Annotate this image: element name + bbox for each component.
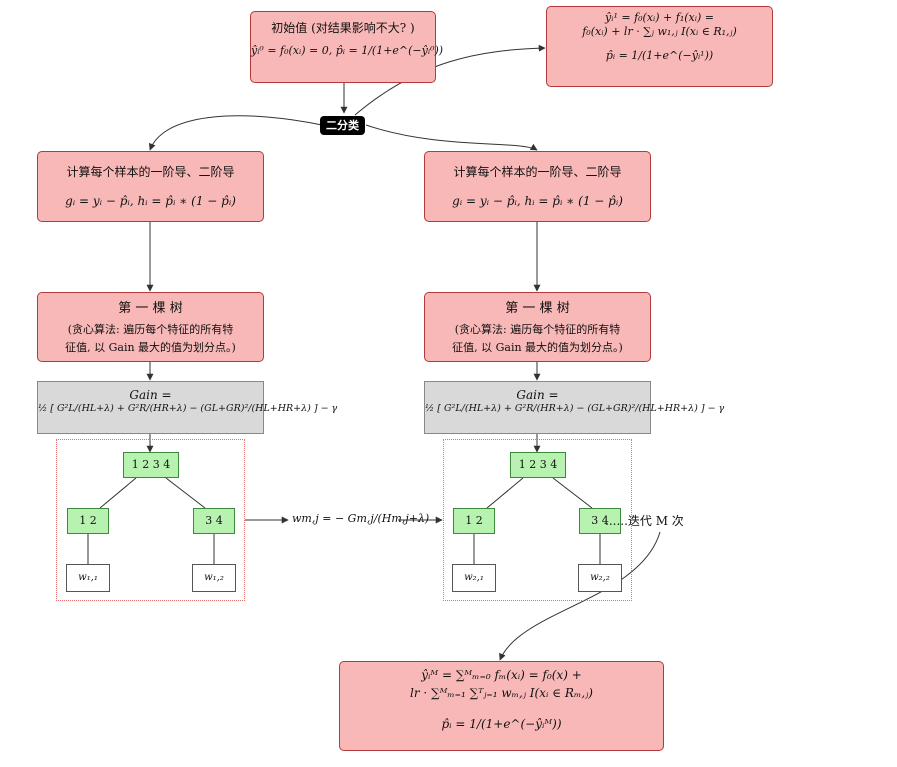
left-gain-box: Gain = ½ [ G²L/(HL+λ) + G²R/(HR+λ) − (GL… bbox=[37, 381, 338, 434]
iterate-label: ......迭代 M 次 bbox=[605, 514, 684, 528]
update-line-3: p̂ᵢ = 1/(1+e^(−ŷᵢ¹)) bbox=[605, 48, 714, 62]
right-tree-left-node: 1 2 bbox=[453, 508, 495, 534]
final-line-3: p̂ᵢ = 1/(1+e^(−ŷᵢᴹ)) bbox=[441, 717, 562, 731]
left-tree-box: 第 一 棵 树 (贪心算法: 遍历每个特征的所有特 征值, 以 Gain 最大的… bbox=[37, 292, 264, 362]
left-tree-region bbox=[56, 439, 245, 601]
final-line-2: lr · ∑ᴹₘ₌₁ ∑ᵀⱼ₌₁ wₘ,ⱼ I(xᵢ ∈ Rₘ,ⱼ) bbox=[410, 686, 593, 700]
left-tree-title: 第 一 棵 树 bbox=[118, 301, 183, 316]
right-tree-box: 第 一 棵 树 (贪心算法: 遍历每个特征的所有特 征值, 以 Gain 最大的… bbox=[424, 292, 651, 362]
right-derivative-box: 计算每个样本的一阶导、二阶导 gᵢ = yᵢ − p̂ᵢ, hᵢ = p̂ᵢ ∗… bbox=[424, 151, 651, 222]
left-tree-desc-2: 征值, 以 Gain 最大的值为划分点。) bbox=[65, 341, 236, 354]
arrow-badge-to-left bbox=[148, 115, 323, 151]
final-box: ŷᵢᴹ = ∑ᴹₘ₌₀ fₘ(xᵢ) = f₀(x) + lr · ∑ᴹₘ₌₁ … bbox=[339, 661, 664, 751]
right-tree-right-node: 3 4 bbox=[579, 508, 621, 534]
left-tree-leaf-left: w₁,₁ bbox=[66, 564, 110, 592]
update-line-2: f₀(xᵢ) + lr · ∑ⱼ w₁,ⱼ I(xᵢ ∈ R₁,ⱼ) bbox=[582, 24, 737, 38]
left-tree-desc-1: (贪心算法: 遍历每个特征的所有特 bbox=[67, 323, 234, 337]
left-derivative-formula: gᵢ = yᵢ − p̂ᵢ, hᵢ = p̂ᵢ ∗ (1 − p̂ᵢ) bbox=[65, 194, 236, 208]
left-tree-left-node: 1 2 bbox=[67, 508, 109, 534]
left-gain-line-2: ½ [ G²L/(HL+λ) + G²R/(HR+λ) − (GL+GR)²/(… bbox=[38, 403, 338, 415]
left-derivative-box: 计算每个样本的一阶导、二阶导 gᵢ = yᵢ − p̂ᵢ, hᵢ = p̂ᵢ ∗… bbox=[37, 151, 264, 222]
right-gain-line-2: ½ [ G²L/(HL+λ) + G²R/(HR+λ) − (GL+GR)²/(… bbox=[425, 403, 725, 415]
arrow-badge-to-update bbox=[354, 44, 546, 116]
right-gain-line-1: Gain = bbox=[516, 388, 559, 402]
right-tree-title: 第 一 棵 树 bbox=[505, 301, 570, 316]
left-tree-root: 1 2 3 4 bbox=[123, 452, 179, 478]
right-tree-root: 1 2 3 4 bbox=[510, 452, 566, 478]
update-line-1: ŷᵢ¹ = f₀(xᵢ) + f₁(xᵢ) = bbox=[605, 11, 714, 24]
right-tree-desc-2: 征值, 以 Gain 最大的值为划分点。) bbox=[452, 341, 623, 354]
update-box: ŷᵢ¹ = f₀(xᵢ) + f₁(xᵢ) = f₀(xᵢ) + lr · ∑ⱼ… bbox=[546, 6, 773, 87]
final-line-1: ŷᵢᴹ = ∑ᴹₘ₌₀ fₘ(xᵢ) = f₀(x) + bbox=[421, 668, 582, 682]
right-tree-region bbox=[443, 439, 632, 601]
init-formula: ŷᵢ⁰ = f₀(xᵢ) = 0, p̂ᵢ = 1/(1+e^(−ŷᵢ⁰)) bbox=[251, 44, 444, 57]
right-derivative-title: 计算每个样本的一阶导、二阶导 bbox=[453, 165, 622, 179]
init-title: 初始值 (对结果影响不大? ) bbox=[271, 21, 415, 35]
binary-classification-badge: 二分类 bbox=[320, 116, 365, 135]
right-tree-desc-1: (贪心算法: 遍历每个特征的所有特 bbox=[454, 323, 621, 337]
weight-formula: wm,j = − Gm,j/(Hm,j+λ) bbox=[292, 512, 430, 525]
right-tree-leaf-right: w₂,₂ bbox=[578, 564, 622, 592]
left-tree-right-node: 3 4 bbox=[193, 508, 235, 534]
arrow-badge-to-right bbox=[365, 124, 538, 151]
left-derivative-title: 计算每个样本的一阶导、二阶导 bbox=[66, 165, 235, 179]
init-box: 初始值 (对结果影响不大? ) ŷᵢ⁰ = f₀(xᵢ) = 0, p̂ᵢ = … bbox=[250, 11, 444, 83]
left-tree-leaf-right: w₁,₂ bbox=[192, 564, 236, 592]
right-gain-box: Gain = ½ [ G²L/(HL+λ) + G²R/(HR+λ) − (GL… bbox=[424, 381, 725, 434]
right-tree-leaf-left: w₂,₁ bbox=[452, 564, 496, 592]
arrow-iterate-to-final bbox=[499, 531, 661, 661]
left-gain-line-1: Gain = bbox=[129, 388, 172, 402]
right-derivative-formula: gᵢ = yᵢ − p̂ᵢ, hᵢ = p̂ᵢ ∗ (1 − p̂ᵢ) bbox=[452, 194, 623, 208]
